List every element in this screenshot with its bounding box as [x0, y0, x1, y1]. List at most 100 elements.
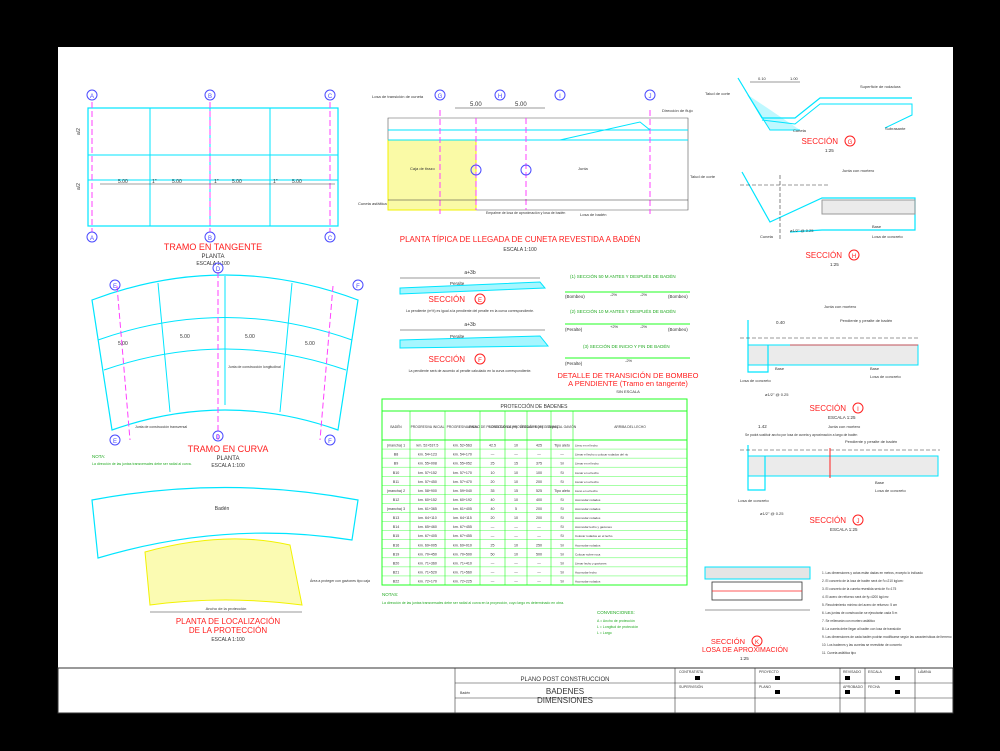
section-g-scale: 1:25 — [825, 148, 834, 153]
table-cell: km. 69+010 — [453, 543, 472, 547]
table-cell: km. 71+520 — [418, 570, 437, 574]
tb-proyecto: PROYECTO — [759, 670, 779, 674]
table-header-cell: LONGITUD DE PROTECCIÓN L (m) — [489, 424, 543, 429]
table-cell: 200 — [536, 516, 542, 520]
curve-scale: ESCALA 1:100 — [211, 463, 245, 469]
cuneta-plan: G H I J 5.00 5.00 Losa de transición de … — [358, 89, 693, 253]
table-cell: B22 — [393, 580, 399, 584]
table-cell: B20 — [393, 561, 399, 565]
section-i-dim: 0.40 — [776, 320, 785, 325]
curve-axis-f: F — [356, 284, 360, 290]
table-cell: — — [560, 453, 564, 457]
table-cell: km. 52+537.5 — [417, 444, 439, 448]
section-g-dim-1: 0.10 — [758, 76, 767, 81]
table-cell: 375 — [536, 462, 542, 466]
table-cell: 10 — [514, 516, 518, 520]
bombeo-v2: -2% — [640, 292, 648, 297]
general-note-item: 7. Se rellenarán con mortero asfáltico — [822, 619, 875, 623]
section-i-base-2: Base — [870, 366, 880, 371]
bombeo-line-3: (3) SECCIÓN DE INICIO Y FIN DE BADÉN — [583, 343, 670, 349]
table-cell: km. 67+405 — [418, 534, 437, 538]
section-h-cuneta: Cuneta — [760, 234, 774, 239]
table-cell: km. 55+008 — [418, 462, 437, 466]
table-cell: km. 64+115 — [453, 516, 472, 520]
tb-aprobado: APROBADO — [843, 685, 863, 689]
section-h-scale: 1:25 — [830, 262, 839, 267]
table-cell: Llenar lecho y gaviones — [575, 561, 607, 565]
table-cell: — — [491, 561, 495, 565]
table-cell: Si — [560, 580, 563, 584]
general-note-item: 10. Los badenes y las cunetas se revesti… — [822, 643, 902, 647]
table-cell: — — [491, 453, 495, 457]
table-cell: B11 — [393, 480, 399, 484]
drawing-sheet — [58, 47, 953, 713]
tangent-half-label-2: a/2 — [76, 183, 82, 190]
table-cell: Acomodar rodados — [575, 516, 601, 520]
section-j-title: SECCIÓN — [810, 516, 847, 525]
table-cell: 10 — [514, 498, 518, 502]
table-cell: km. 72+170 — [418, 580, 437, 584]
table-header-cell: CABEZAL GAVIÓN — [548, 424, 577, 429]
table-cell: Acomodar lecho — [575, 570, 597, 574]
table-cell: B19 — [393, 552, 399, 556]
general-note-item: 11. Cuneta asfáltica tipo — [822, 651, 856, 655]
table-cell: — — [514, 525, 518, 529]
section-i-losa-2: Losa de concreto — [870, 374, 901, 379]
section-f-note: La pendiente será de acuerdo al peralte … — [409, 369, 532, 373]
section-e-label: Peralte — [450, 281, 465, 286]
table-note: La dirección de las juntas transversales… — [382, 601, 564, 605]
axis-label-a-bottom: A — [90, 236, 94, 242]
table-cell: km. 58+900 — [418, 489, 437, 493]
section-j-armado: ø1/2" @ 0.25 — [760, 511, 784, 516]
section-f-letter: F — [478, 358, 482, 364]
table-cell: 50 — [491, 552, 495, 556]
curve-junta-long: Junta de construcción longitudinal — [228, 365, 281, 369]
tb-drawing: BADENES — [546, 687, 584, 696]
tangent-slope-3: 1" — [273, 179, 278, 185]
curve-junta-trans: Junta de construcción transversal — [135, 425, 187, 429]
section-e-dim: a+3b — [464, 270, 475, 276]
table-cell: km. 71+560 — [453, 570, 472, 574]
table-cell: B21 — [393, 570, 399, 574]
curve-axis-d: D — [216, 267, 221, 273]
table-cell: 10 — [514, 543, 518, 547]
section-i-pendiente: Pendiente y peralte de badén — [840, 318, 892, 323]
table-cell: 500 — [536, 552, 542, 556]
table-cell: — — [514, 534, 518, 538]
table-cell: Colocar sobre roca — [575, 552, 601, 556]
table-cell: km. 57+170 — [453, 471, 472, 475]
table-header-cell: ARRIBA DEL LECHO — [614, 425, 646, 429]
protection-scale: ESCALA 1:100 — [211, 637, 245, 643]
section-h-junta: Junta con mortero — [842, 168, 875, 173]
section-i-letter: I — [857, 407, 859, 413]
table-cell: 25 — [491, 543, 495, 547]
table-cell: — — [514, 453, 518, 457]
table-cell: km. 57+152 — [418, 471, 437, 475]
bombeo-v3: +2% — [610, 324, 619, 329]
section-k-letter: K — [755, 640, 759, 646]
table-cell: km. 57+470 — [453, 480, 472, 484]
curve-plan: E D F E D F 5.00 5.00 5.00 5.00 Junta de… — [91, 262, 364, 469]
tangent-title: TRAMO EN TANGENTE — [164, 242, 262, 252]
tb-contratista: CONTRATISTA — [679, 670, 704, 674]
table-cell: 20 — [491, 516, 495, 520]
table-cell: km. 54+170 — [453, 453, 472, 457]
section-k: SECCIÓN K LOSA DE APROXIMACIÓN 1:25 — [702, 566, 811, 661]
general-note-item: 5. Recubrimiento mínimo del acero de ref… — [822, 603, 897, 607]
section-g-title: SECCIÓN — [802, 137, 839, 146]
table-cell: — — [514, 561, 518, 565]
tb-drawing-2: DIMENSIONES — [537, 696, 593, 705]
section-j-scale: ESCALA 1:25 — [830, 527, 858, 532]
table-cell: km. 71+360 — [418, 561, 437, 565]
bombeo-line-2: (2) SECCIÓN 10 M ANTES Y DESPUÉS DE BADÉ… — [570, 308, 676, 314]
table-cell: km. 61+405 — [453, 507, 472, 511]
table-cell: 40 — [491, 498, 495, 502]
table-cell: 525 — [536, 489, 542, 493]
axis-label-c-bottom: C — [328, 236, 333, 242]
cuneta-label-direccion: Dirección de flujo — [662, 108, 693, 113]
tangent-subtitle: PLANTA — [202, 254, 225, 260]
